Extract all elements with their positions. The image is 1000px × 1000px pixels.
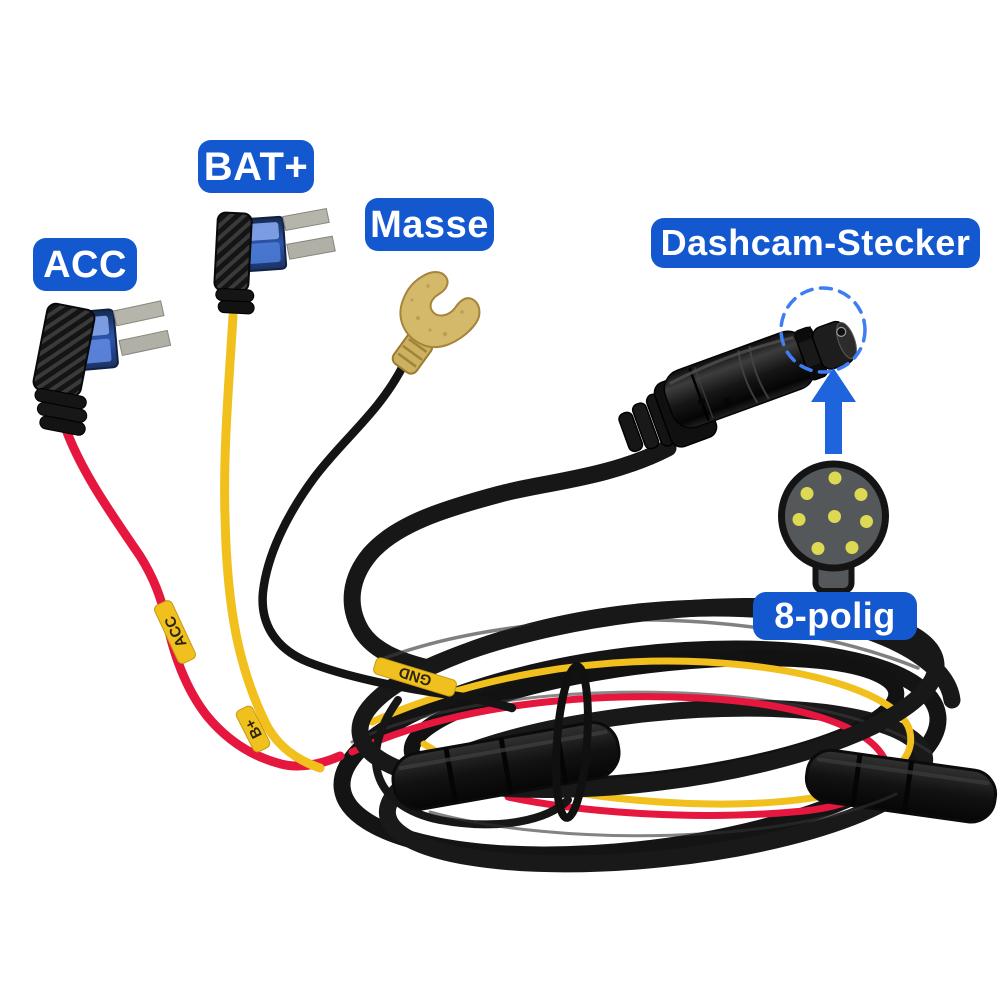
coil-over: [351, 598, 998, 838]
tap-body: [213, 211, 253, 293]
cable-tie-loop: [552, 662, 592, 822]
dashcam-connector: [618, 320, 857, 453]
pin-dot: [854, 488, 868, 501]
pin-dot: [860, 515, 873, 528]
label-bat-plus: BAT+: [198, 140, 314, 193]
coil-loop: [333, 640, 947, 864]
highlight-dashed-circle: [779, 286, 867, 374]
coil-bottom-sheen: [428, 792, 898, 838]
pin-dot: [800, 487, 814, 500]
spiral-wrap-right: [804, 748, 998, 824]
acc-wire-tag-text: ACC: [161, 613, 190, 650]
spiral-wrap-left: [391, 721, 621, 811]
fuse-blade: [286, 235, 336, 260]
bat-fuse-tap: [213, 207, 336, 315]
tap-body: [32, 302, 96, 398]
fuse-blade: [118, 329, 172, 357]
label-dashcam-stecker: Dashcam-Stecker: [651, 218, 980, 268]
acc-fuse-tap: [32, 300, 172, 436]
pin-dot: [845, 541, 859, 554]
pin-layout-diagram: [778, 460, 889, 594]
label-masse: Masse: [365, 198, 494, 251]
coil-loop: [378, 699, 934, 873]
pin-dot: [828, 510, 841, 523]
gold-speckle: [410, 284, 464, 337]
fuse-blade: [282, 207, 330, 232]
bat-yellow-wire: [220, 311, 325, 773]
fork-spade: [399, 271, 481, 349]
masse-terminal: [391, 271, 481, 375]
connector-body: [663, 330, 816, 429]
pin-dot: [828, 471, 842, 485]
pin-dot: [792, 513, 806, 526]
acc-wire-tag: ACC: [154, 600, 196, 664]
acc-red-wire: [59, 419, 345, 771]
cable-lead-in: [343, 439, 677, 677]
mini-fuse: [238, 207, 336, 273]
coil-red-wire: [348, 693, 889, 819]
connector-pin-hole: [836, 326, 847, 337]
slack-wire: [371, 696, 572, 829]
label-8-polig: 8-polig: [753, 592, 917, 640]
fuse-blade: [112, 300, 165, 327]
pin-dot: [811, 542, 825, 555]
label-acc: ACC: [33, 238, 137, 291]
pointer-arrow: [811, 368, 856, 454]
coil-loop-front: [351, 598, 945, 798]
